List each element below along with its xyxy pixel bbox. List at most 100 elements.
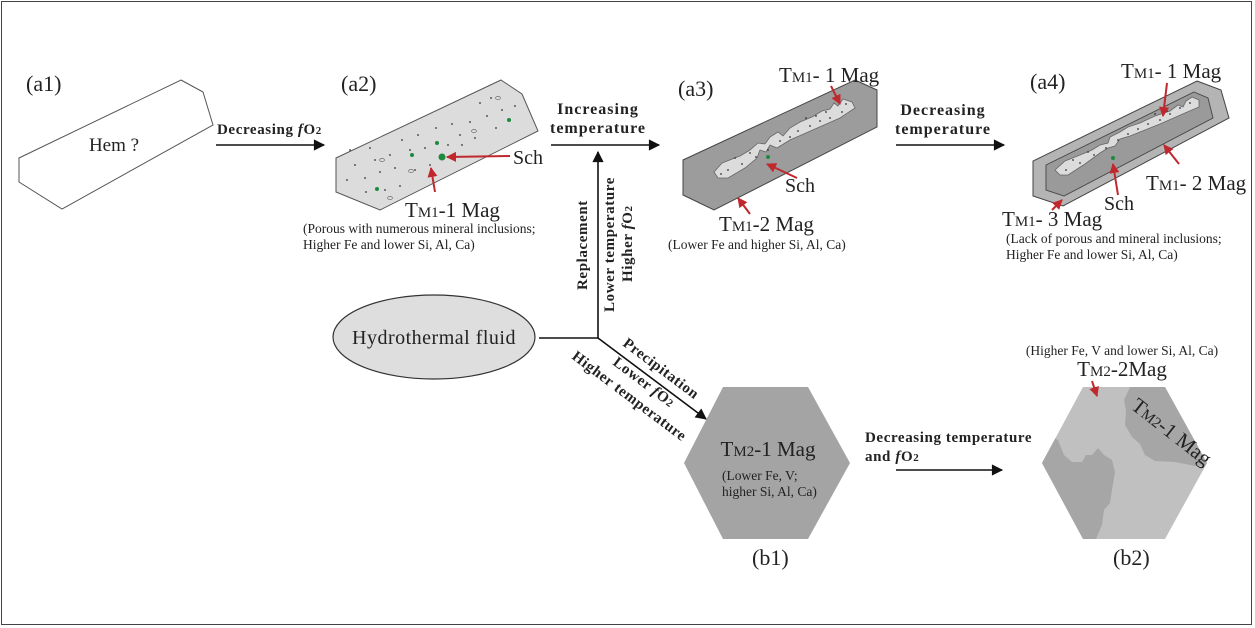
inclusion-dot [1169, 113, 1171, 115]
inclusion-dot [514, 105, 516, 107]
pointer-tm1-2-a3 [737, 197, 751, 215]
inclusion-dot [809, 125, 811, 127]
inclusion-dot [1072, 159, 1074, 161]
panel-b2: (Higher Fe, V and lower Si, Al, Ca) TM2-… [1026, 343, 1218, 570]
tm1-1-label-a4: TM1- 1 Mag [1121, 59, 1222, 83]
inclusion-dot [749, 152, 751, 154]
green-inclusion [410, 153, 414, 157]
arrow-precipitation [597, 337, 707, 420]
inclusion-dot [789, 136, 791, 138]
inclusion-dot [1079, 162, 1081, 164]
pore [379, 158, 385, 162]
arrow-a3-a4-line2: temperature [895, 121, 991, 138]
inclusion-dot [734, 157, 736, 159]
green-inclusion [766, 155, 770, 159]
panel-label-a4: (a4) [1030, 69, 1065, 94]
note-a4-line1: (Lack of porous and mineral inclusions; [1006, 231, 1222, 246]
inclusion-dot [401, 139, 403, 141]
inclusion-dot [1189, 102, 1191, 104]
arrow-a2-a3-line2: temperature [550, 120, 646, 137]
inclusion-dot [1127, 133, 1129, 135]
inclusion-dot [379, 171, 381, 173]
inclusion-dot [1117, 139, 1119, 141]
arrow-b1-to-b2: Decreasing temperature and fO2 [865, 430, 1032, 476]
inclusion-dot [459, 134, 461, 136]
pore [387, 196, 393, 200]
inclusion-dot [755, 156, 757, 158]
inclusion-dot [346, 179, 348, 181]
hematite-label: Hem ? [89, 135, 139, 156]
tm1-3-label-a4: TM1- 3 Mag [1002, 207, 1103, 231]
panel-a3: (a3) TM1- 1 Mag Sch TM1-2 Mag (Lower Fe … [668, 63, 880, 252]
panel-a1: (a1) Hem ? [18, 71, 214, 210]
arrow-a1-to-a2: Decreasing fO2 [216, 122, 326, 151]
inclusion-dot [435, 127, 437, 129]
inclusion-dot [384, 189, 386, 191]
tm2-1-magnetite-hexagon [684, 387, 850, 539]
inclusion-dots [346, 96, 516, 200]
panel-label-b2: (b2) [1113, 545, 1150, 570]
note-a4-line2: Higher Fe and lower Si, Al, Ca) [1006, 247, 1178, 262]
inclusion-dot [394, 167, 396, 169]
arrow-a1-a2-label: Decreasing fO2 [217, 122, 322, 138]
hematite-crystal [18, 79, 214, 210]
branch-connector [539, 150, 707, 420]
panel-b1: TM2-1 Mag (Lower Fe, V; higher Si, Al, C… [684, 387, 850, 570]
note-a2-line2: Higher Fe and lower Si, Al, Ca) [303, 237, 475, 252]
inclusion-dot [490, 97, 492, 99]
panel-label-a2: (a2) [341, 71, 376, 96]
inclusion-dot [1087, 151, 1089, 153]
pointer-sch-a4 [1109, 163, 1120, 196]
inclusion-dot [1137, 128, 1139, 130]
inclusion-dot [349, 149, 351, 151]
pore [495, 96, 501, 100]
inclusion-dot [1093, 154, 1095, 156]
inclusion-dot [805, 117, 807, 119]
inclusion-dot [741, 163, 743, 165]
hydrothermal-fluid-source: Hydrothermal fluid [332, 294, 536, 380]
pointer-sch-a3 [766, 163, 798, 179]
green-inclusion [1111, 156, 1115, 160]
pore [471, 129, 477, 133]
tm1-1-magnetite-core [713, 98, 856, 179]
inclusion-dot [495, 127, 497, 129]
inclusion-dot [447, 144, 449, 146]
pointer-tm1-1-a2 [427, 167, 438, 193]
inclusion-dot [364, 177, 366, 179]
tm2-1-label-b1: TM2-1 Mag [721, 437, 816, 461]
inclusion-dot [501, 109, 503, 111]
inclusion-dot [1105, 147, 1107, 149]
pointer-sch-a2 [446, 151, 511, 162]
inclusion-dot [1159, 119, 1161, 121]
inclusion-dot [815, 115, 817, 117]
fluid-ellipse [332, 294, 536, 380]
inclusion-dot [825, 111, 827, 113]
inclusion-dot [1166, 110, 1168, 112]
panel-a2: (a2) Sch TM1-1 Mag (Porous with numerous… [303, 71, 543, 252]
arrow-b1-b2-line2: and fO2 [865, 449, 919, 465]
tm2-2-label-b2: TM2-2Mag [1077, 357, 1167, 381]
inclusion-dot [727, 169, 729, 171]
inclusion-dot [474, 137, 476, 139]
inclusion-dot [486, 115, 488, 117]
inclusion-dot [1179, 107, 1181, 109]
tm1-2-label-a4: TM1- 2 Mag [1146, 171, 1247, 195]
tm1-2-label-a3: TM1-2 Mag [719, 212, 814, 236]
precipitation-labels: Precipitation Lower fO2 Higher temperatu… [569, 335, 702, 444]
sch-label-a4: Sch [1104, 193, 1134, 215]
tm1-1-label-a2: TM1-1 Mag [405, 198, 500, 222]
note-a3: (Lower Fe and higher Si, Al, Ca) [668, 237, 846, 252]
inclusion-dot [451, 123, 453, 125]
green-inclusion [435, 141, 439, 145]
arrow-a3-a4-line1: Decreasing [900, 102, 985, 119]
inclusion-dot [1154, 113, 1156, 115]
panel-label-a3: (a3) [678, 76, 713, 101]
inclusion-dot [354, 164, 356, 166]
inclusion-dot [1147, 123, 1149, 125]
sch-label-a3: Sch [785, 175, 815, 197]
inclusion-dot [829, 117, 831, 119]
inclusion-dot [461, 144, 463, 146]
